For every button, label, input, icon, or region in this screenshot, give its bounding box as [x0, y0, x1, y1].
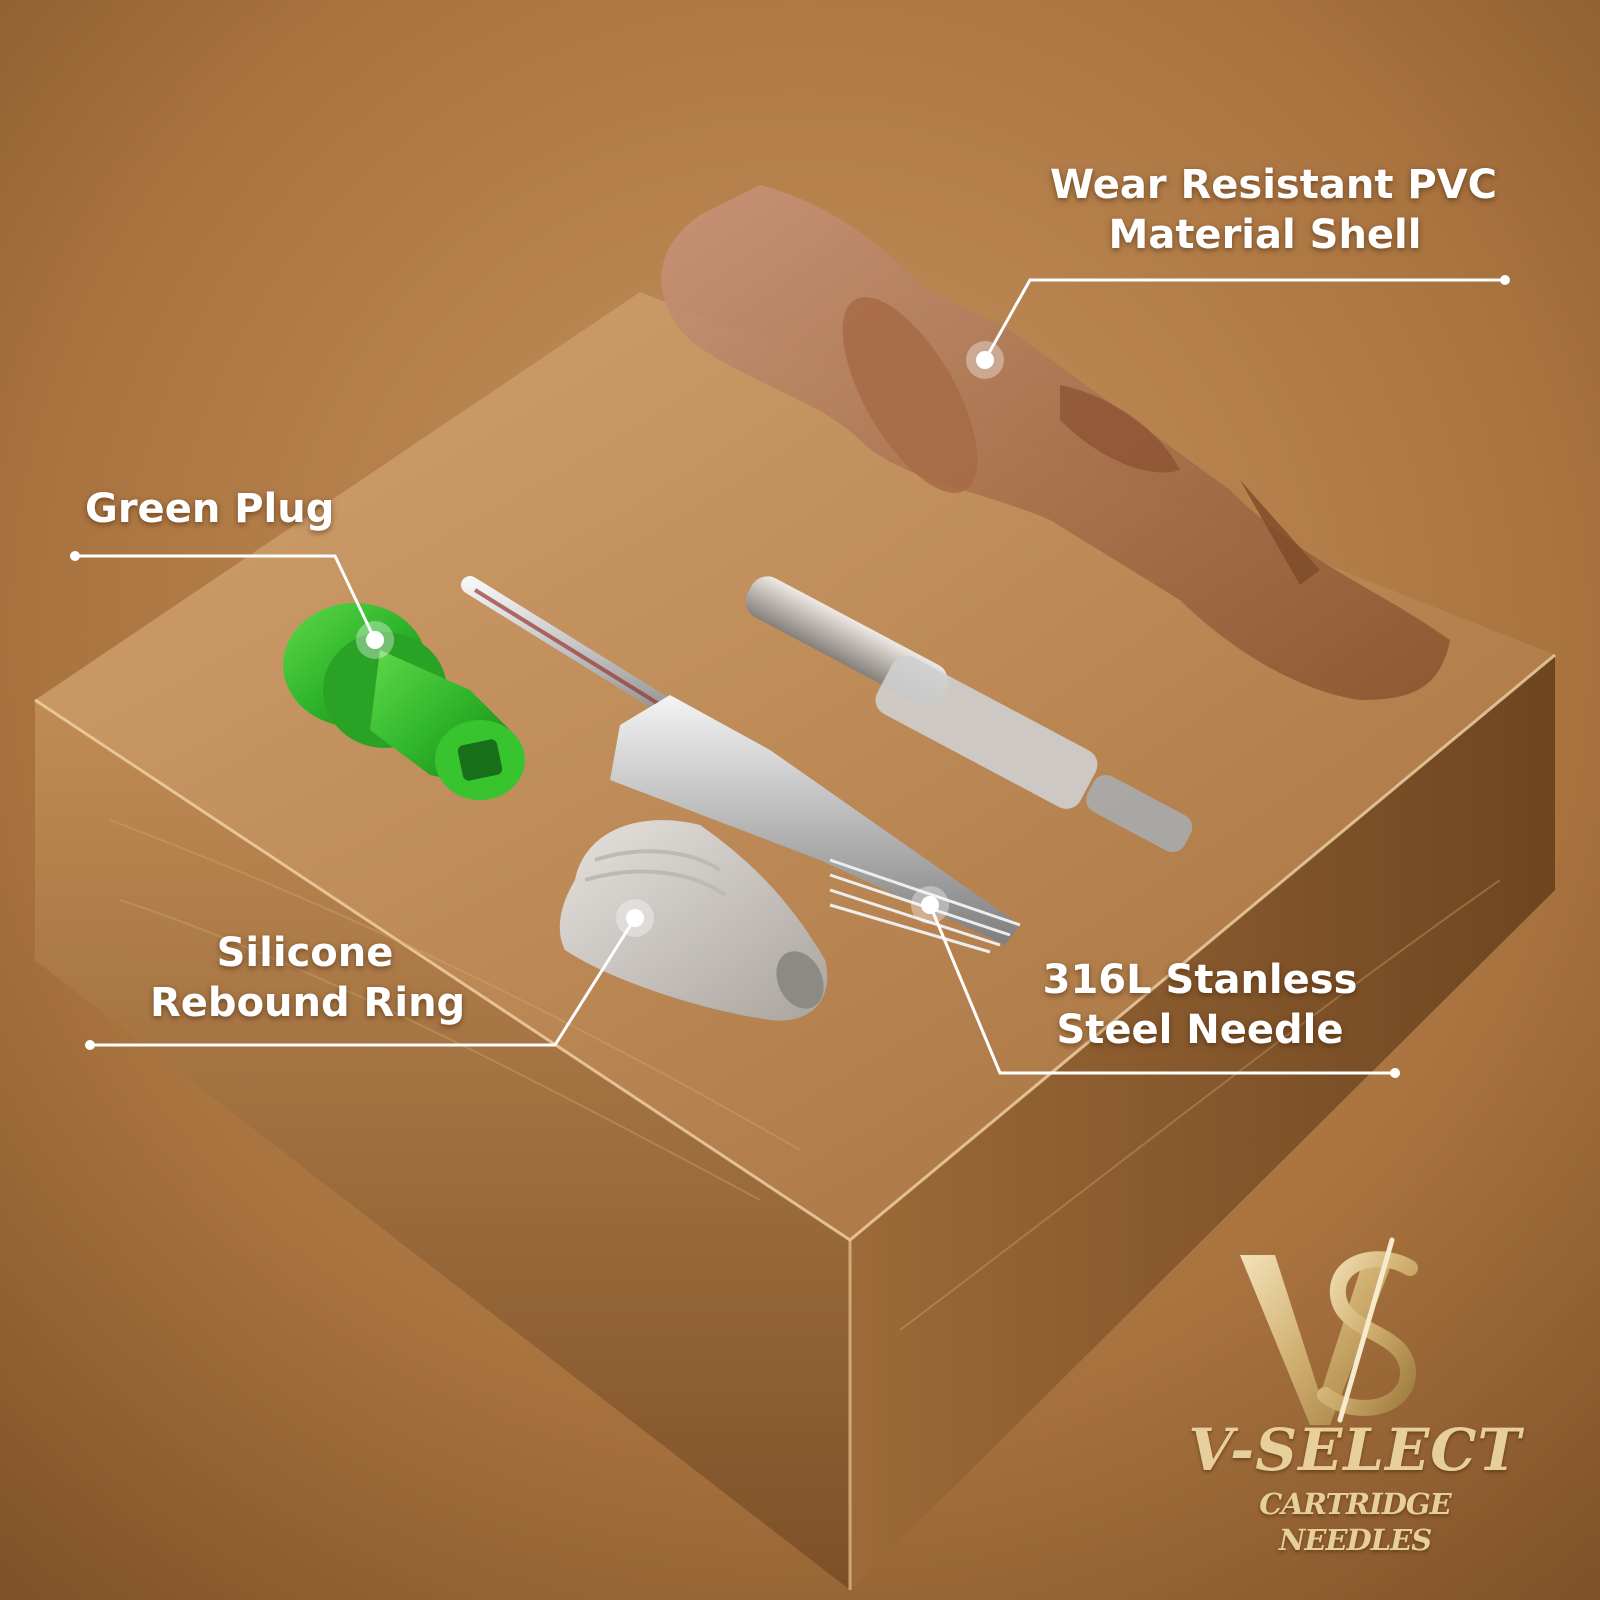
plug-leader-line [75, 554, 377, 641]
shell-tip [1240, 480, 1320, 585]
callout-shell-line1: Wear Resistant PVC [1050, 162, 1497, 208]
brand-name: V-SELECT [1188, 1416, 1522, 1484]
shell-flange [842, 297, 978, 493]
callout-ring-line2: Rebound Ring [150, 980, 466, 1026]
callout-lines [75, 278, 1505, 1075]
silicone-ring [559, 820, 828, 1021]
monogram-logo-icon [1240, 1237, 1418, 1425]
needle-bundle [610, 695, 1020, 945]
connector-end [1086, 774, 1193, 853]
callout-plug-label: Green Plug [85, 486, 335, 532]
ring-grooves [584, 849, 727, 897]
callout-dot-icon [626, 909, 644, 927]
steel-needle [461, 576, 1021, 954]
ring-opening [776, 951, 824, 1009]
callout-dot-icon [1500, 275, 1510, 285]
callout-shell-line2: Material Shell [1108, 212, 1422, 258]
block-woodgrain [109, 819, 1501, 1331]
callout-ring: Silicone Rebound Ring [150, 928, 466, 1028]
clear-connector [745, 576, 1193, 853]
shell-leader-line [983, 278, 1505, 361]
needle-points [829, 858, 1021, 954]
needle-leader-line [928, 904, 1395, 1075]
brand-tagline: CARTRIDGE NEEDLES [1259, 1487, 1451, 1557]
green-plug [283, 603, 525, 800]
callout-dots [70, 275, 1510, 1078]
pvc-shell [661, 185, 1450, 700]
callout-dot-icon [70, 551, 80, 561]
callout-needle: 316L Stanless Steel Needle [1040, 955, 1360, 1055]
callout-needle-line1: 316L Stanless [1042, 957, 1358, 1003]
callout-dot-icon [366, 631, 384, 649]
callout-plug: Green Plug [85, 484, 335, 534]
callout-dot-icon [85, 1040, 95, 1050]
block-right-face [850, 655, 1555, 1590]
connector-body [875, 655, 1098, 809]
ring-leader-line [90, 917, 637, 1047]
callout-needle-line2: Steel Needle [1056, 1007, 1344, 1053]
callout-ring-line1: Silicone [216, 930, 394, 976]
shell-slot [1060, 385, 1180, 473]
callout-dot-icon [921, 896, 939, 914]
plug-square-hole [457, 739, 503, 781]
callout-dot-icon [1390, 1068, 1400, 1078]
callout-shell: Wear Resistant PVC Material Shell [1050, 160, 1497, 260]
block-front-face [35, 700, 850, 1590]
callout-dot-icon [976, 351, 994, 369]
